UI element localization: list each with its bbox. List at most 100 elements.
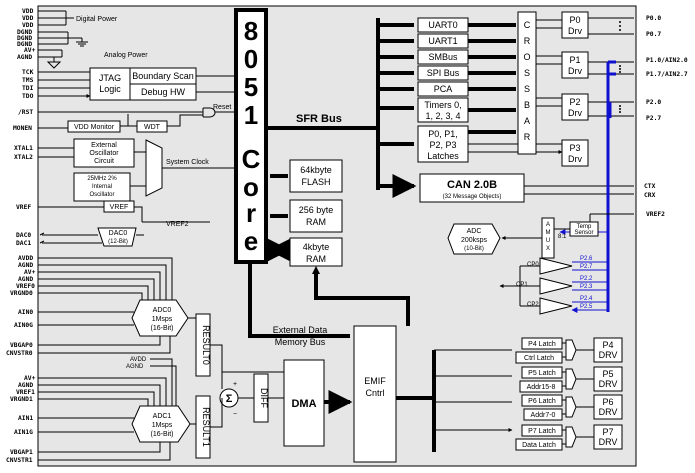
dac0-block — [97, 227, 137, 247]
pin-tdo: TDO — [22, 93, 34, 100]
p3-drv-block — [561, 139, 589, 167]
external-oscillator-block — [73, 138, 135, 168]
jtag-logic-block — [89, 67, 131, 101]
pin-avplus: AV+ — [24, 47, 36, 54]
jtag-label-2: Logic — [99, 84, 121, 94]
pin-monen: MONEN — [13, 125, 32, 132]
pin-p0-0: P0.0 — [646, 15, 661, 22]
crossbar-block — [517, 11, 537, 155]
adc1-label-3: (16-Bit) — [151, 431, 174, 438]
pin-vref1: VREF1 — [16, 389, 35, 396]
timers-label-2: 1, 2, 3, 4 — [425, 111, 460, 121]
p2-4-label: P2.4 — [580, 296, 593, 302]
adc0-label-2: 1Msps — [152, 316, 173, 323]
emif-label-2: Cntrl — [365, 388, 384, 398]
pin-avplus-a: AV+ — [24, 269, 36, 276]
reset-section: /RST MONEN Reset VDD Monitor WDT — [13, 104, 236, 133]
p5-latch-label: P5 Latch — [528, 370, 556, 377]
p2-drv-label-1: P2 — [569, 97, 580, 107]
memory-section: 64kbyte FLASH 256 byte RAM 4kbyte RAM — [289, 159, 343, 267]
dac0-label-1: DAC0 — [109, 230, 128, 237]
crossbar-char-2: R — [524, 36, 531, 46]
timers-block — [417, 97, 469, 123]
analog-routing: P2.6 P2.7 P2.2 P2.3 P2.4 P2.5 — [559, 60, 616, 312]
core-char-8: 8 — [244, 16, 258, 46]
pin-rst: /RST — [18, 109, 33, 116]
plus-label: + — [233, 381, 237, 388]
pin-vdd-2: VDD — [22, 15, 34, 22]
amux-char-a: A — [546, 222, 550, 228]
uart1-label: UART1 — [428, 36, 457, 46]
jtag-label-1: JTAG — [99, 73, 121, 83]
p6-drv-label-1: P6 — [602, 397, 613, 407]
core-char-e: e — [244, 226, 258, 256]
pin-vrgnd0: VRGND0 — [10, 290, 33, 297]
cp0-label: CP0 — [527, 262, 539, 268]
amux-char-x: X — [546, 246, 550, 252]
ram4k-label-2: RAM — [306, 254, 326, 264]
latches-label-2: P2, P3 — [429, 140, 456, 150]
emif-label-1: EMIF — [364, 376, 386, 386]
ram256-block — [289, 199, 343, 233]
pin-vref2: VREF2 — [646, 211, 665, 218]
pin-cnvstr1: CNVSTR1 — [6, 457, 33, 464]
result0-label: RESULT0 — [201, 325, 211, 365]
pin-vbgap0: VBGAP0 — [10, 342, 33, 349]
cp1-label: CP1 — [516, 282, 528, 288]
dma-label: DMA — [291, 398, 316, 410]
p3-drv-label-2: Drv — [568, 154, 582, 164]
p5-drv-label-1: P5 — [602, 369, 613, 379]
oscillator-section: XTAL1 XTAL2 External Oscillator Circuit … — [14, 138, 236, 202]
port-drivers: P0 Drv P1 Drv P2 Drv P3 Drv P0.0 P0.7 P1… — [561, 11, 688, 218]
p4-drv-label-2: DRV — [599, 350, 618, 360]
amux-ratio-label: 8:1 — [558, 234, 567, 240]
adc0-label-3: (16-Bit) — [151, 325, 174, 332]
latches-label-3: Latches — [427, 151, 459, 161]
pin-dac1: DAC1 — [16, 240, 31, 247]
latches-label-1: P0, P1, — [428, 129, 458, 139]
p2-3-label: P2.3 — [580, 284, 593, 290]
adc200-label-3: (10-Bit) — [464, 246, 484, 252]
sfr-bus: SFR Bus — [266, 18, 414, 250]
port-latches: P4 Latch Ctrl Latch P5 Latch Addr15-8 P6… — [515, 337, 623, 451]
ram256-label-1: 256 byte — [299, 205, 334, 215]
p6-drv-block — [593, 394, 623, 420]
p7-drv-label-2: DRV — [599, 437, 618, 447]
p2-5-label: P2.5 — [580, 304, 593, 310]
timers-label-1: Timers 0, — [424, 100, 461, 110]
p1-drv-block — [561, 51, 589, 79]
p0-drv-block — [561, 11, 589, 39]
sfr-bus-label: SFR Bus — [296, 113, 342, 125]
pin-p0-7: P0.7 — [646, 31, 661, 38]
pin-p2-7: P2.7 — [646, 115, 661, 122]
adc1-block — [131, 405, 191, 443]
ext-bus-label-1: External Data — [273, 325, 328, 335]
crossbar-char-4: S — [524, 68, 530, 78]
vref-block-label: VREF — [110, 204, 129, 211]
can-label-1: CAN 2.0B — [447, 179, 497, 191]
adc200-block — [447, 223, 501, 255]
crossbar-char-5: S — [524, 84, 530, 94]
p7-latch-label: P7 Latch — [528, 428, 556, 435]
p0-drv-label-2: Drv — [568, 26, 582, 36]
pin-avdd-a: AVDD — [18, 255, 33, 262]
pin-p2-0: P2.0 — [646, 99, 661, 106]
p6-latch-label: P6 Latch — [528, 398, 556, 405]
adc1-label-2: 1Msps — [152, 422, 173, 429]
adc1-label-1: ADC1 — [153, 413, 172, 420]
emif-section: EMIF Cntrl External Data Memory Bus — [248, 262, 512, 463]
wdt-label: WDT — [144, 124, 161, 131]
ext-bus-label-2: Memory Bus — [275, 337, 326, 347]
crossbar-char-6: B — [524, 100, 530, 110]
analog-power-label: Analog Power — [104, 52, 148, 59]
ext-osc-label-2: Oscillator — [89, 150, 119, 157]
clock-mux — [145, 139, 163, 197]
pin-agnd-a: AGND — [18, 262, 33, 269]
pin-agnd: AGND — [17, 54, 32, 61]
p2-2-label: P2.2 — [580, 276, 593, 282]
comparators: CP0 CP1 CP2 — [500, 257, 573, 315]
flash-label-2: FLASH — [301, 177, 330, 187]
pin-ain1: AIN1 — [18, 415, 33, 422]
